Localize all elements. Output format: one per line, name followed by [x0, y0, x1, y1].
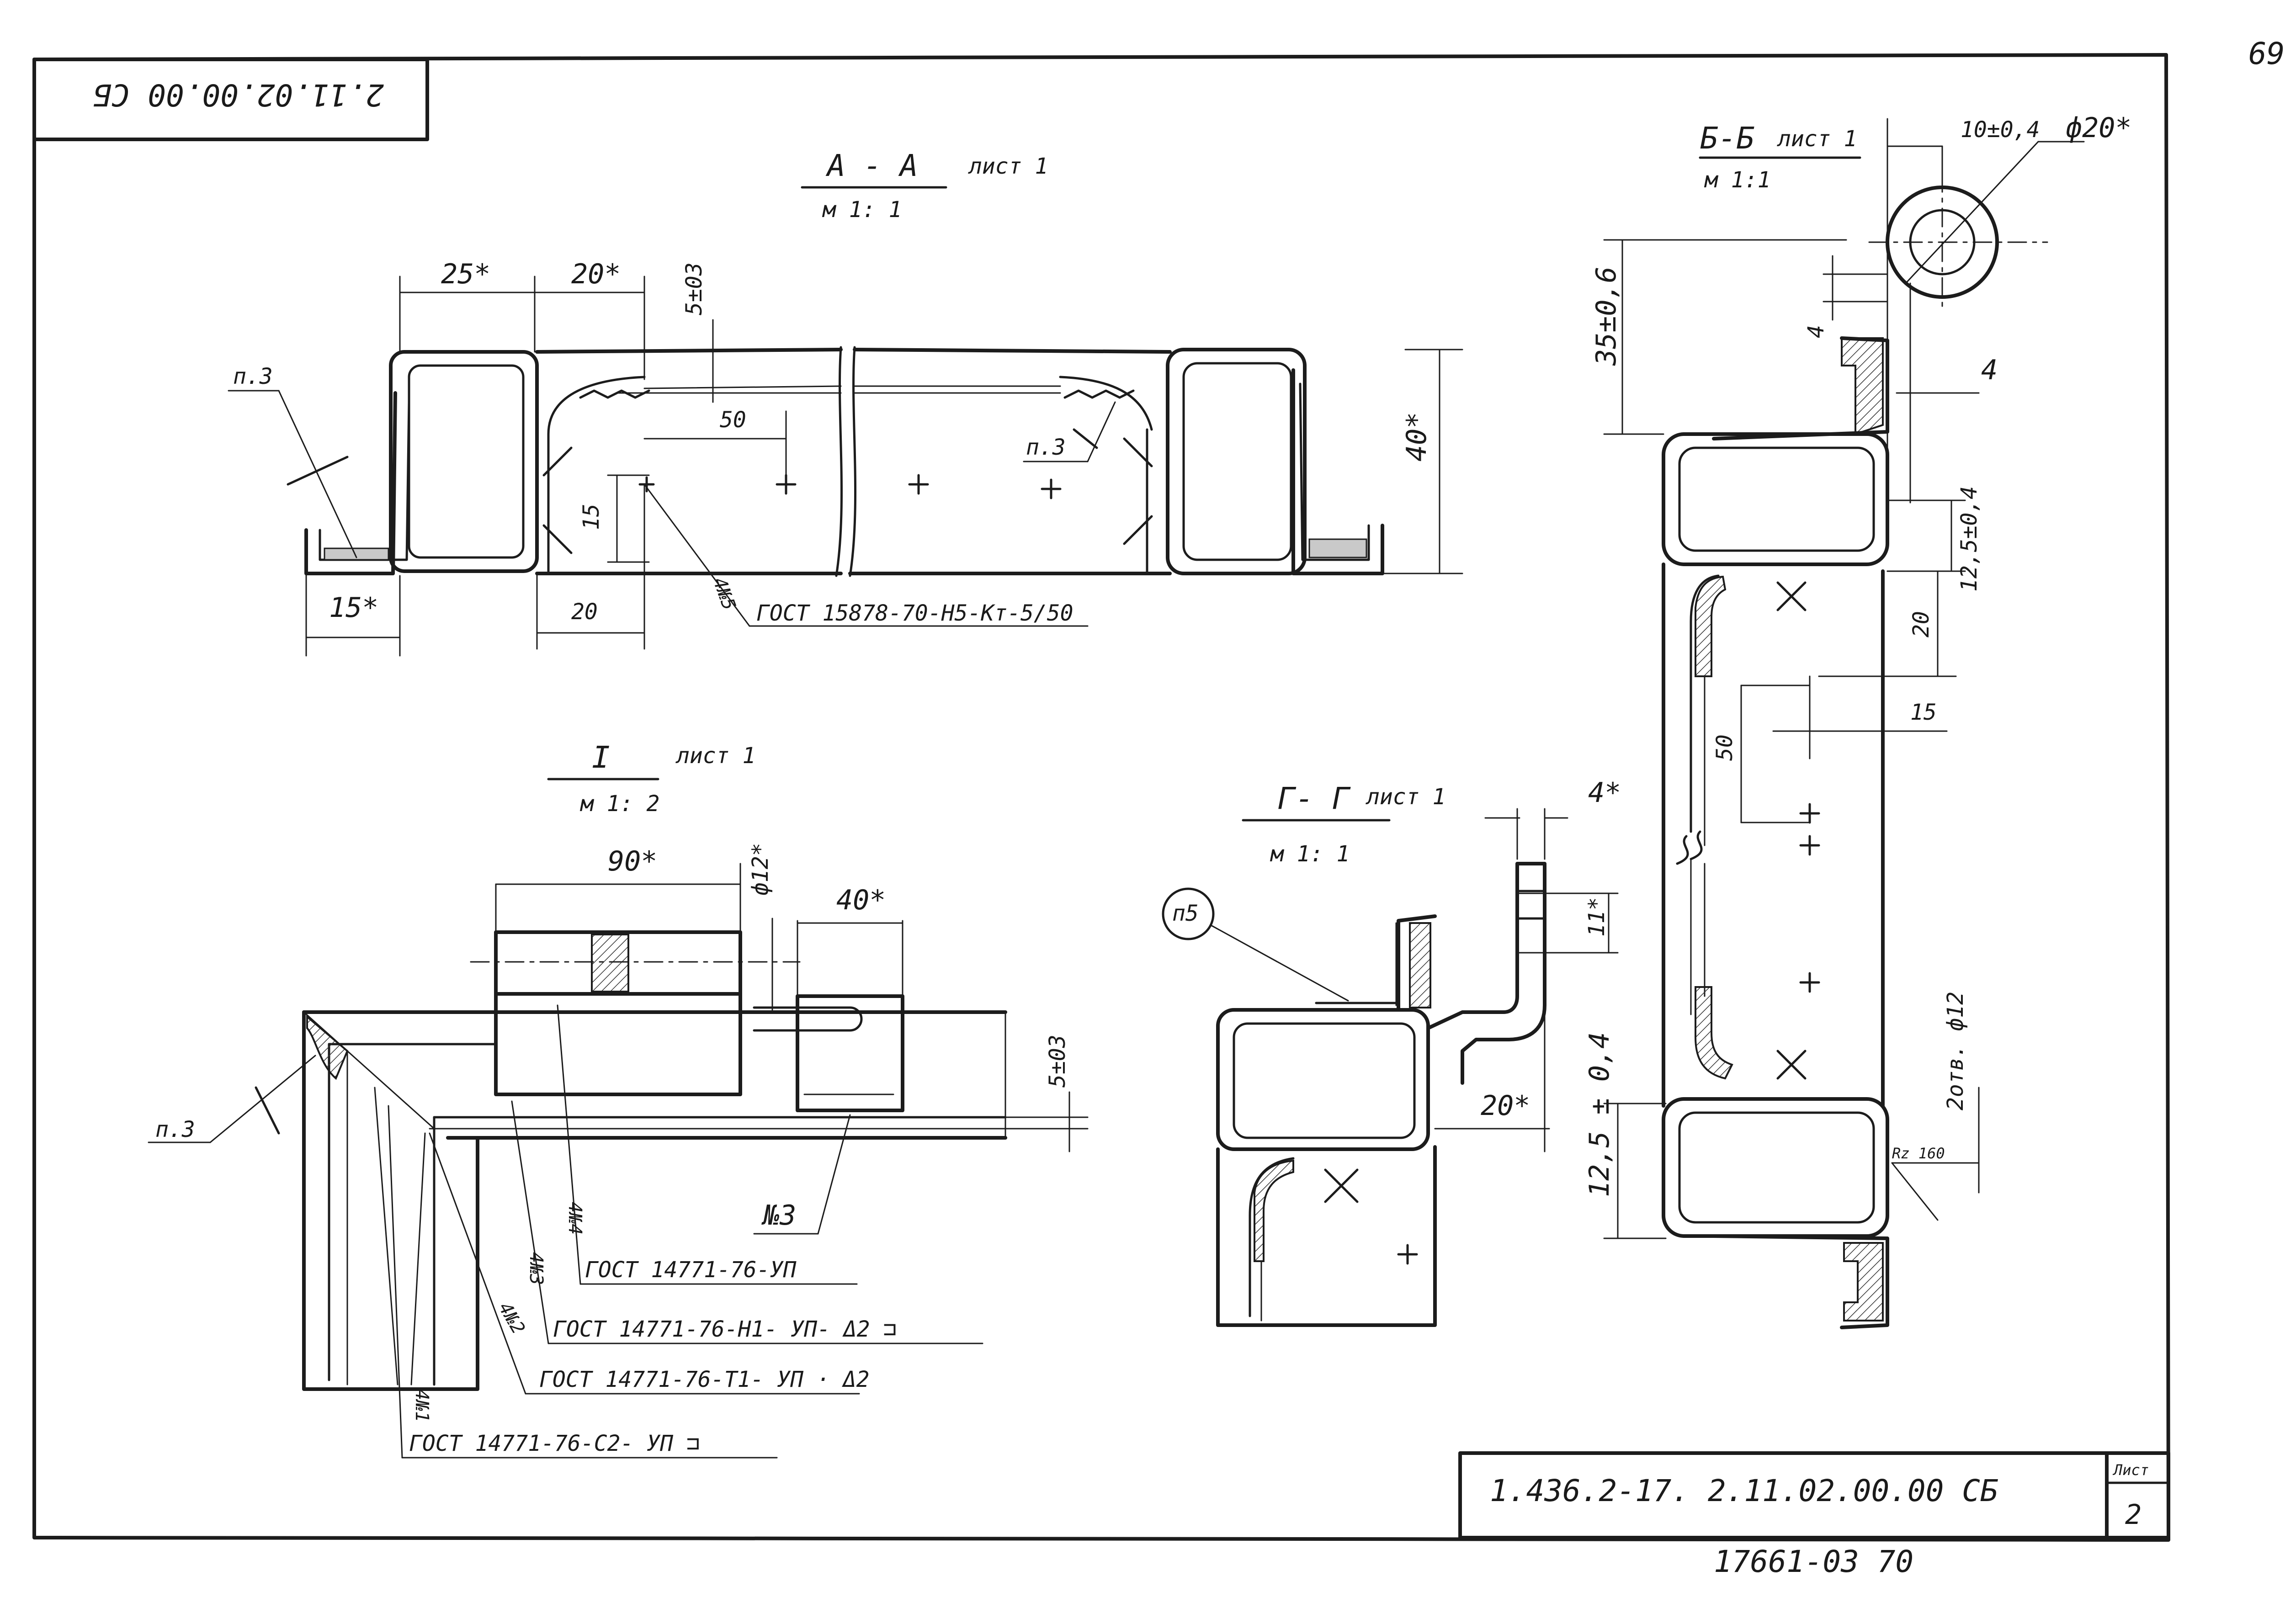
i-std-t1: ГОСТ 14771-76-Т1- УП · Δ2 [539, 1367, 869, 1392]
bb-dim-15: 15 [1910, 700, 1937, 725]
aa-dim-40: 40* [1401, 412, 1433, 462]
section-i-sheet-ref: лист 1 [675, 743, 755, 769]
bb-roughness: Rz 160 [1892, 1145, 1945, 1162]
aa-weld-left-label: п.3 [233, 364, 273, 389]
i-dim-90: 90* [608, 845, 657, 877]
section-aa-scale: м 1: 1 [822, 197, 902, 223]
section-i-title: I [592, 740, 610, 775]
bb-dim-50: 50 [1712, 734, 1738, 761]
aa-fastener-std: ГОСТ 15878-70-Н5-Кт-5/50 [756, 600, 1073, 626]
stamp-code: 2.11.02.00.00 СБ [93, 77, 384, 112]
bb-dim-4a: 4 [1803, 325, 1829, 338]
aa-dim-25: 25* [441, 258, 490, 290]
section-i: I лист 1 м 1: 2 90* ф12* 40* [148, 740, 1089, 1459]
i-std-n1: ГОСТ 14771-76-Н1- УП- Δ2 ⊐ [553, 1316, 896, 1342]
section-gg: Г- Г лист 1 м 1: 1 4* 11* 20* [1162, 777, 1621, 1327]
bb-dim-12-5-top: 12,5±0,4 [1956, 486, 1982, 592]
i-std-c2: ГОСТ 14771-76-С2- УП ⊐ [409, 1431, 700, 1456]
bb-dim-10: 10±0,4 [1961, 117, 2040, 143]
section-bb-title: Б-Б [1700, 121, 1754, 156]
i-dim-5: 5±03 [1045, 1035, 1070, 1088]
aa-dim-5: 5±03 [681, 262, 707, 315]
i-weld-label: п.3 [155, 1117, 195, 1142]
section-aa-title: А - А [825, 148, 918, 183]
section-bb-sheet-ref: лист 1 [1777, 126, 1857, 152]
i-dim-40: 40* [836, 884, 886, 916]
bb-dim-12-5-bot: 12,5 ± 0,4 [1584, 1032, 1615, 1197]
bb-dim-35: 35±0,6 [1590, 266, 1622, 366]
document-designation: 1.436.2-17. 2.11.02.00.00 СБ [1490, 1473, 1998, 1508]
i-pos2-tag: 4№2 [494, 1299, 529, 1338]
bb-holes-note: 2отв. ф12 [1943, 992, 1968, 1110]
sheet-label: Лист [2112, 1461, 2149, 1479]
section-gg-sheet-ref: лист 1 [1366, 784, 1445, 810]
gg-dim-11: 11* [1584, 897, 1610, 937]
section-aa-sheet-ref: лист 1 [968, 154, 1048, 179]
aa-weld-right-label: п.3 [1026, 435, 1066, 460]
section-aa: А - А лист 1 м 1: 1 [228, 148, 1463, 657]
sheet-frame: 69 2.11.02.00.00 СБ [32, 36, 2285, 1542]
gg-dim-4: 4* [1588, 777, 1621, 809]
aa-dim-15v: 15 [579, 504, 604, 530]
sheet-number: 2 [2125, 1499, 2142, 1531]
gg-dim-20: 20* [1481, 1090, 1530, 1122]
section-gg-title: Г- Г [1277, 781, 1351, 816]
section-i-scale: м 1: 2 [579, 791, 659, 817]
i-pos3-label: №3 [761, 1199, 796, 1231]
i-pos4-tag: 4№4 [564, 1202, 585, 1235]
i-pos3-tag: 4№3 [526, 1252, 547, 1285]
section-bb-scale: м 1:1 [1704, 167, 1771, 193]
i-dim-phi12: ф12* [748, 843, 773, 896]
aa-dim-20: 20 [571, 599, 598, 625]
section-gg-scale: м 1: 1 [1270, 841, 1350, 867]
title-block: 1.436.2-17. 2.11.02.00.00 СБ Лист 2 1766… [1458, 1451, 2170, 1579]
aa-dim-15: 15* [329, 592, 378, 624]
aa-fastener-pos: 4№5 [709, 575, 740, 613]
section-bb: Б-Б лист 1 м 1:1 ф20* 10±0,4 [1584, 112, 2132, 1329]
page-number: 69 [2248, 36, 2285, 71]
aa-dim-20-top: 20* [571, 258, 621, 290]
aa-dim-50: 50 [720, 407, 746, 433]
archive-number: 17661-03 70 [1714, 1544, 1913, 1579]
bb-dim-phi20: ф20* [2066, 112, 2132, 144]
bb-dim-20: 20 [1908, 611, 1934, 637]
bb-dim-4b: 4 [1981, 354, 1998, 386]
i-pos1-tag: 4№1 [411, 1389, 432, 1422]
i-std-up: ГОСТ 14771-76-УП [585, 1257, 797, 1283]
gg-callout: п5 [1172, 901, 1199, 926]
